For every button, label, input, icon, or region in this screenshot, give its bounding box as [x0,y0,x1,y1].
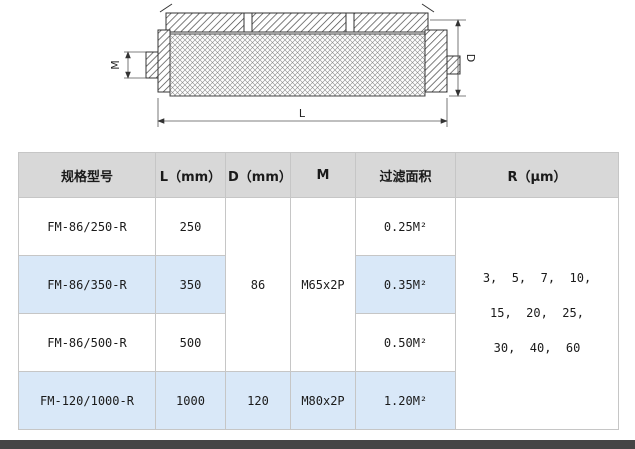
cell-length: 350 [155,255,226,314]
left-end-cap [145,29,171,93]
cell-diameter-merged: 86 [225,197,291,372]
right-end-cap [424,29,461,93]
dim-label-l: L [299,107,306,120]
dimension-d [430,19,466,97]
table-row: FM-120/1000-R 1000 120 M80x2P 1.20M² [18,371,619,430]
header-filter-area: 过滤面积 [355,152,456,198]
cell-area: 0.35M² [355,255,456,314]
cell-area: 1.20M² [355,371,456,430]
dim-label-d: D [464,54,477,62]
cell-micron-values: 3, 5, 7, 10, 15, 20, 25, 30, 40, 60 [455,197,619,430]
bottom-bar [0,440,635,449]
cell-area: 0.25M² [355,197,456,256]
table-row: FM-86/350-R 350 0.35M² [18,255,619,314]
micron-line: 30, 40, 60 [493,341,581,355]
header-micron-rating: R（μm） [455,152,619,198]
cell-length: 250 [155,197,226,256]
table-row: FM-86/250-R 250 86 M65x2P 0.25M² 3, 5, 7… [18,197,619,430]
micron-line: 3, 5, 7, 10, [482,271,592,285]
cell-diameter: 120 [225,371,291,430]
micron-line: 15, 20, 25, [490,306,584,320]
cell-model: FM-86/250-R [18,197,156,256]
filter-media [169,33,426,97]
header-model: 规格型号 [18,152,156,198]
header-diameter: D（mm） [225,152,292,198]
outer-shell-section [159,3,435,33]
table-row: FM-86/500-R 500 0.50M² [18,313,619,372]
header-thread: M [290,152,356,198]
cell-model: FM-120/1000-R [18,371,156,430]
spec-table: 规格型号 L（mm） D（mm） M 过滤面积 R（μm） FM-86/250-… [18,152,619,430]
cell-thread: M80x2P [290,371,356,430]
dimension-l [157,98,448,127]
cell-length: 500 [155,313,226,372]
cell-length: 1000 [155,371,226,430]
cell-model: FM-86/500-R [18,313,156,372]
dim-label-m: M [109,60,122,70]
dimension-m [124,51,146,79]
header-row: 规格型号 L（mm） D（mm） M 过滤面积 R（μm） [18,152,619,198]
filter-technical-drawing: M D L [109,3,477,127]
cell-thread-merged: M65x2P [290,197,356,372]
header-length: L（mm） [155,152,226,198]
cell-area: 0.50M² [355,313,456,372]
cell-model: FM-86/350-R [18,255,156,314]
